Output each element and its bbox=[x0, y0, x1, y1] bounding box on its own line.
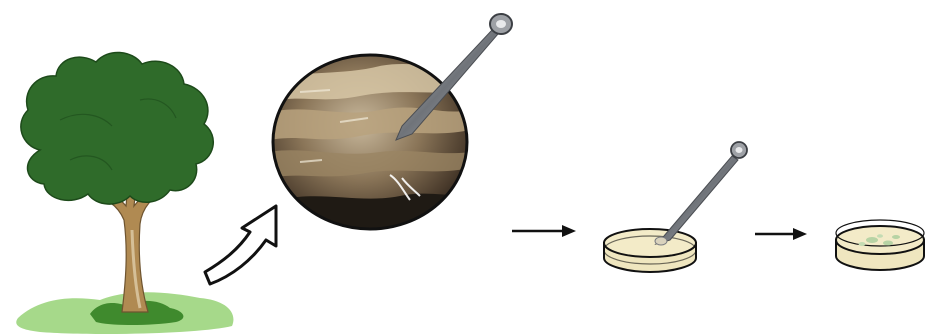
tree-canopy bbox=[21, 52, 213, 204]
curved-arrow-icon bbox=[205, 206, 276, 284]
tree-icon bbox=[16, 52, 233, 334]
bark-sample-icon bbox=[270, 14, 512, 240]
petri-dish-inoculation-icon bbox=[604, 142, 747, 272]
petri-dish-colonies-icon bbox=[836, 220, 924, 270]
arrow-right-icon bbox=[512, 225, 576, 237]
arrow-right-icon bbox=[755, 228, 807, 240]
